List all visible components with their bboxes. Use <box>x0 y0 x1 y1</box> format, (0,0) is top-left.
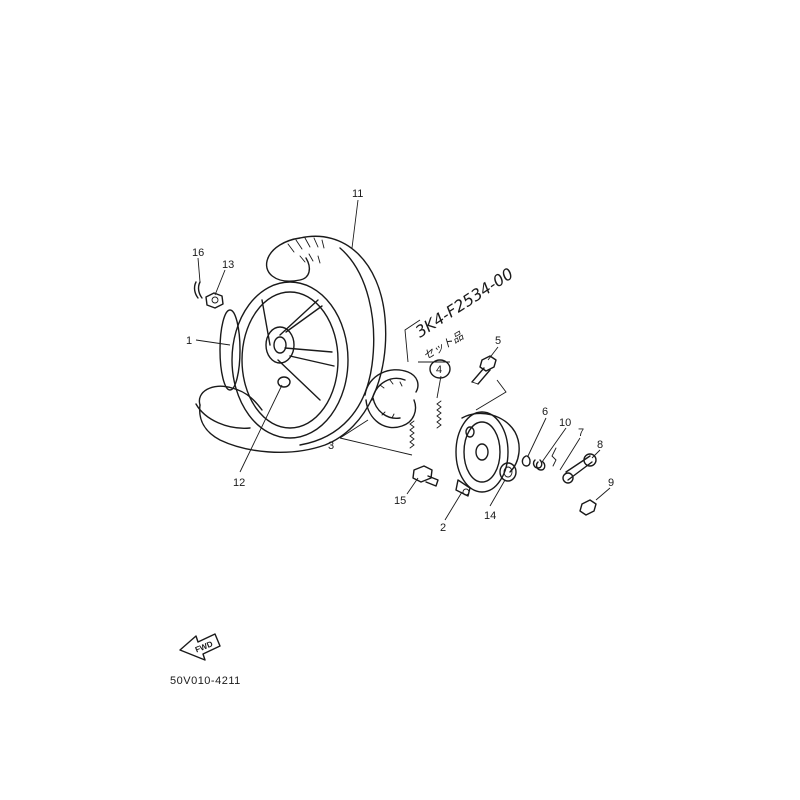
small-parts <box>521 447 597 516</box>
callout-8: 8 <box>597 439 603 451</box>
brake-springs <box>409 400 442 449</box>
callout-4-circle <box>429 359 451 379</box>
callout-5: 5 <box>495 335 501 347</box>
callout-16: 16 <box>192 247 204 259</box>
axle-nut <box>205 292 224 309</box>
diagram-code: 50V010-4211 <box>170 675 241 687</box>
callout-3: 3 <box>328 440 334 452</box>
cotter-pin <box>193 281 203 299</box>
bolt <box>412 465 439 487</box>
callout-7: 7 <box>578 427 584 439</box>
callout-9: 9 <box>608 477 614 489</box>
callout-12: 12 <box>233 477 245 489</box>
callout-2: 2 <box>440 522 446 534</box>
callout-4: 4 <box>436 364 442 376</box>
handwritten-part-number: 3K4-F2534-00 <box>412 264 517 341</box>
callout-6: 6 <box>542 406 548 418</box>
fwd-arrow-icon: FWD <box>179 633 221 661</box>
wheel-rim <box>219 281 349 439</box>
brake-shoe-plate <box>455 411 520 497</box>
callout-11: 11 <box>352 188 363 200</box>
fwd-label: FWD <box>194 639 214 654</box>
callout-10: 10 <box>559 417 571 429</box>
brake-shoe-set <box>364 369 419 429</box>
callout-13: 13 <box>222 259 234 271</box>
leader-lines <box>195 199 611 521</box>
tire <box>195 235 387 453</box>
callout-1: 1 <box>186 335 192 347</box>
brake-camshaft <box>471 355 497 385</box>
callout-15: 15 <box>394 495 406 507</box>
callout-14: 14 <box>484 510 496 522</box>
oil-seal <box>499 462 517 482</box>
